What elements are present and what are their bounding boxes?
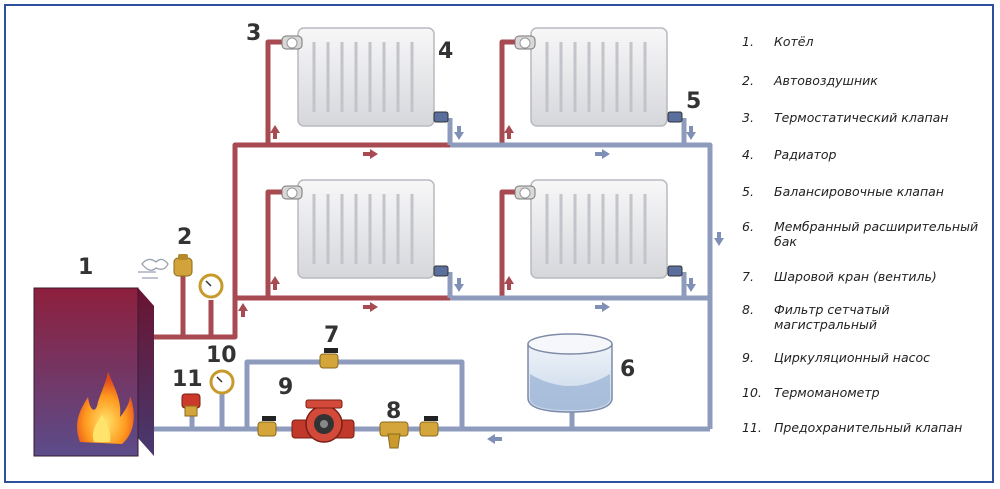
label-3: 3 [246,21,261,46]
riser-upper-right [499,39,517,145]
fire-icon [77,372,134,444]
legend-item: 10. Термоманометр [742,385,992,400]
balancing-valve [433,111,449,123]
legend-item: 5. Балансировочные клапан [742,184,992,199]
legend-item-number: 1. [742,34,754,49]
legend-item: 7. Шаровой кран (вентиль) [742,269,992,284]
thermostatic-valve [281,185,303,200]
thermostatic-valve [281,35,303,50]
thermostatic-valve [514,35,536,50]
air-vent [173,254,193,277]
radiator-upper-right [530,27,668,127]
heating-system-diagram: 1 2 3 4 5 6 7 8 9 10 11 [33,21,724,457]
flow-arrow-icon [454,278,464,292]
diagram-frame: 1 2 3 4 5 6 7 8 9 10 11 [4,4,994,483]
flow-arrow-icon [504,125,514,139]
flow-arrow-icon [487,434,502,444]
flow-arrow-icon [270,276,280,290]
flow-arrow-icon [504,276,514,290]
legend-item-number: 7. [742,269,754,284]
ball-valve [257,416,277,437]
legend-item-text: Автовоздушник [774,73,878,88]
legend-item-text: Балансировочные клапан [774,184,944,199]
label-1: 1 [78,255,93,280]
label-5: 5 [686,89,701,114]
legend-item-number: 6. [742,219,754,234]
legend-item: 1. Котёл [742,34,992,49]
label-6: 6 [620,357,635,382]
legend-item-number: 5. [742,184,754,199]
legend-item-text: Предохранительный клапан [774,420,963,435]
boiler [33,287,154,457]
riser-upper-left [265,39,284,145]
legend-item-number: 8. [742,302,754,317]
radiator-lower-right [530,179,668,279]
legend-item-text: Радиатор [774,147,837,162]
thermostatic-valves [281,35,536,200]
circulation-pump [291,399,355,443]
label-9: 9 [278,375,293,400]
legend-item: 2. Автовоздушник [742,73,992,88]
legend-item-text: Котёл [774,34,814,49]
flow-arrow-icon [270,125,280,139]
expansion-tank [527,333,613,413]
legend-item: 11. Предохранительный клапан [742,420,992,435]
radiator-upper-left [297,27,435,127]
legend-item-number: 2. [742,73,754,88]
label-2: 2 [177,225,192,250]
ball-valve [419,416,439,437]
legend-item: 9. Циркуляционный насос [742,350,992,365]
legend-item: 4. Радиатор [742,147,992,162]
balancing-valve [433,265,449,277]
label-4: 4 [438,39,453,64]
balancing-valve [667,265,683,277]
legend: 1. Котёл 2. Автовоздушник 3. Термостатич… [742,32,992,435]
legend-item: 8. Фильтр сетчатый магистральный [742,302,992,332]
label-8: 8 [386,399,401,424]
thermomanometer-upper [198,273,224,299]
flow-arrow-icon [363,302,378,312]
thermomanometer [209,369,235,395]
label-7: 7 [324,323,339,348]
balancing-valves [433,111,683,277]
riser-lower-left [265,189,284,298]
bypass-pipe [244,359,465,429]
flow-arrow-icon [363,149,378,159]
strainer-filter [379,421,409,449]
return-pipes [154,118,713,432]
legend-item-number: 4. [742,147,754,162]
legend-item-text: Мембранный расширительный бак [774,219,979,249]
air-puff-icon [138,258,169,279]
legend-item-text: Термостатический клапан [774,110,949,125]
legend-item-text: Циркуляционный насос [774,350,931,365]
upper-return-main [450,142,713,429]
flow-arrow-icon [595,149,610,159]
legend-item-number: 10. [742,385,762,400]
flow-arrow-icon [686,278,696,292]
flow-arrows [238,125,724,444]
ball-valves [257,348,439,437]
legend-item-number: 9. [742,350,754,365]
legend-item-text: Шаровой кран (вентиль) [774,269,937,284]
safety-valve [181,393,201,417]
flow-arrow-icon [714,232,724,246]
legend-item-text: Термоманометр [774,385,880,400]
radiator-lower-left [297,179,435,279]
flow-arrow-icon [454,126,464,140]
legend-item-text: Фильтр сетчатый магистральный [774,302,890,332]
legend-item: 6. Мембранный расширительный бак [742,219,992,249]
balancing-valve [667,111,683,123]
legend-item: 3. Термостатический клапан [742,110,992,125]
label-10: 10 [206,343,237,368]
flow-arrow-icon [595,302,610,312]
legend-item-number: 3. [742,110,754,125]
riser-lower-right [499,189,517,298]
legend-item-number: 11. [742,420,762,435]
flow-arrow-icon [238,303,248,317]
flow-arrow-icon [686,126,696,140]
thermostatic-valve [514,185,536,200]
ball-valve [319,348,339,369]
label-11: 11 [172,367,203,392]
